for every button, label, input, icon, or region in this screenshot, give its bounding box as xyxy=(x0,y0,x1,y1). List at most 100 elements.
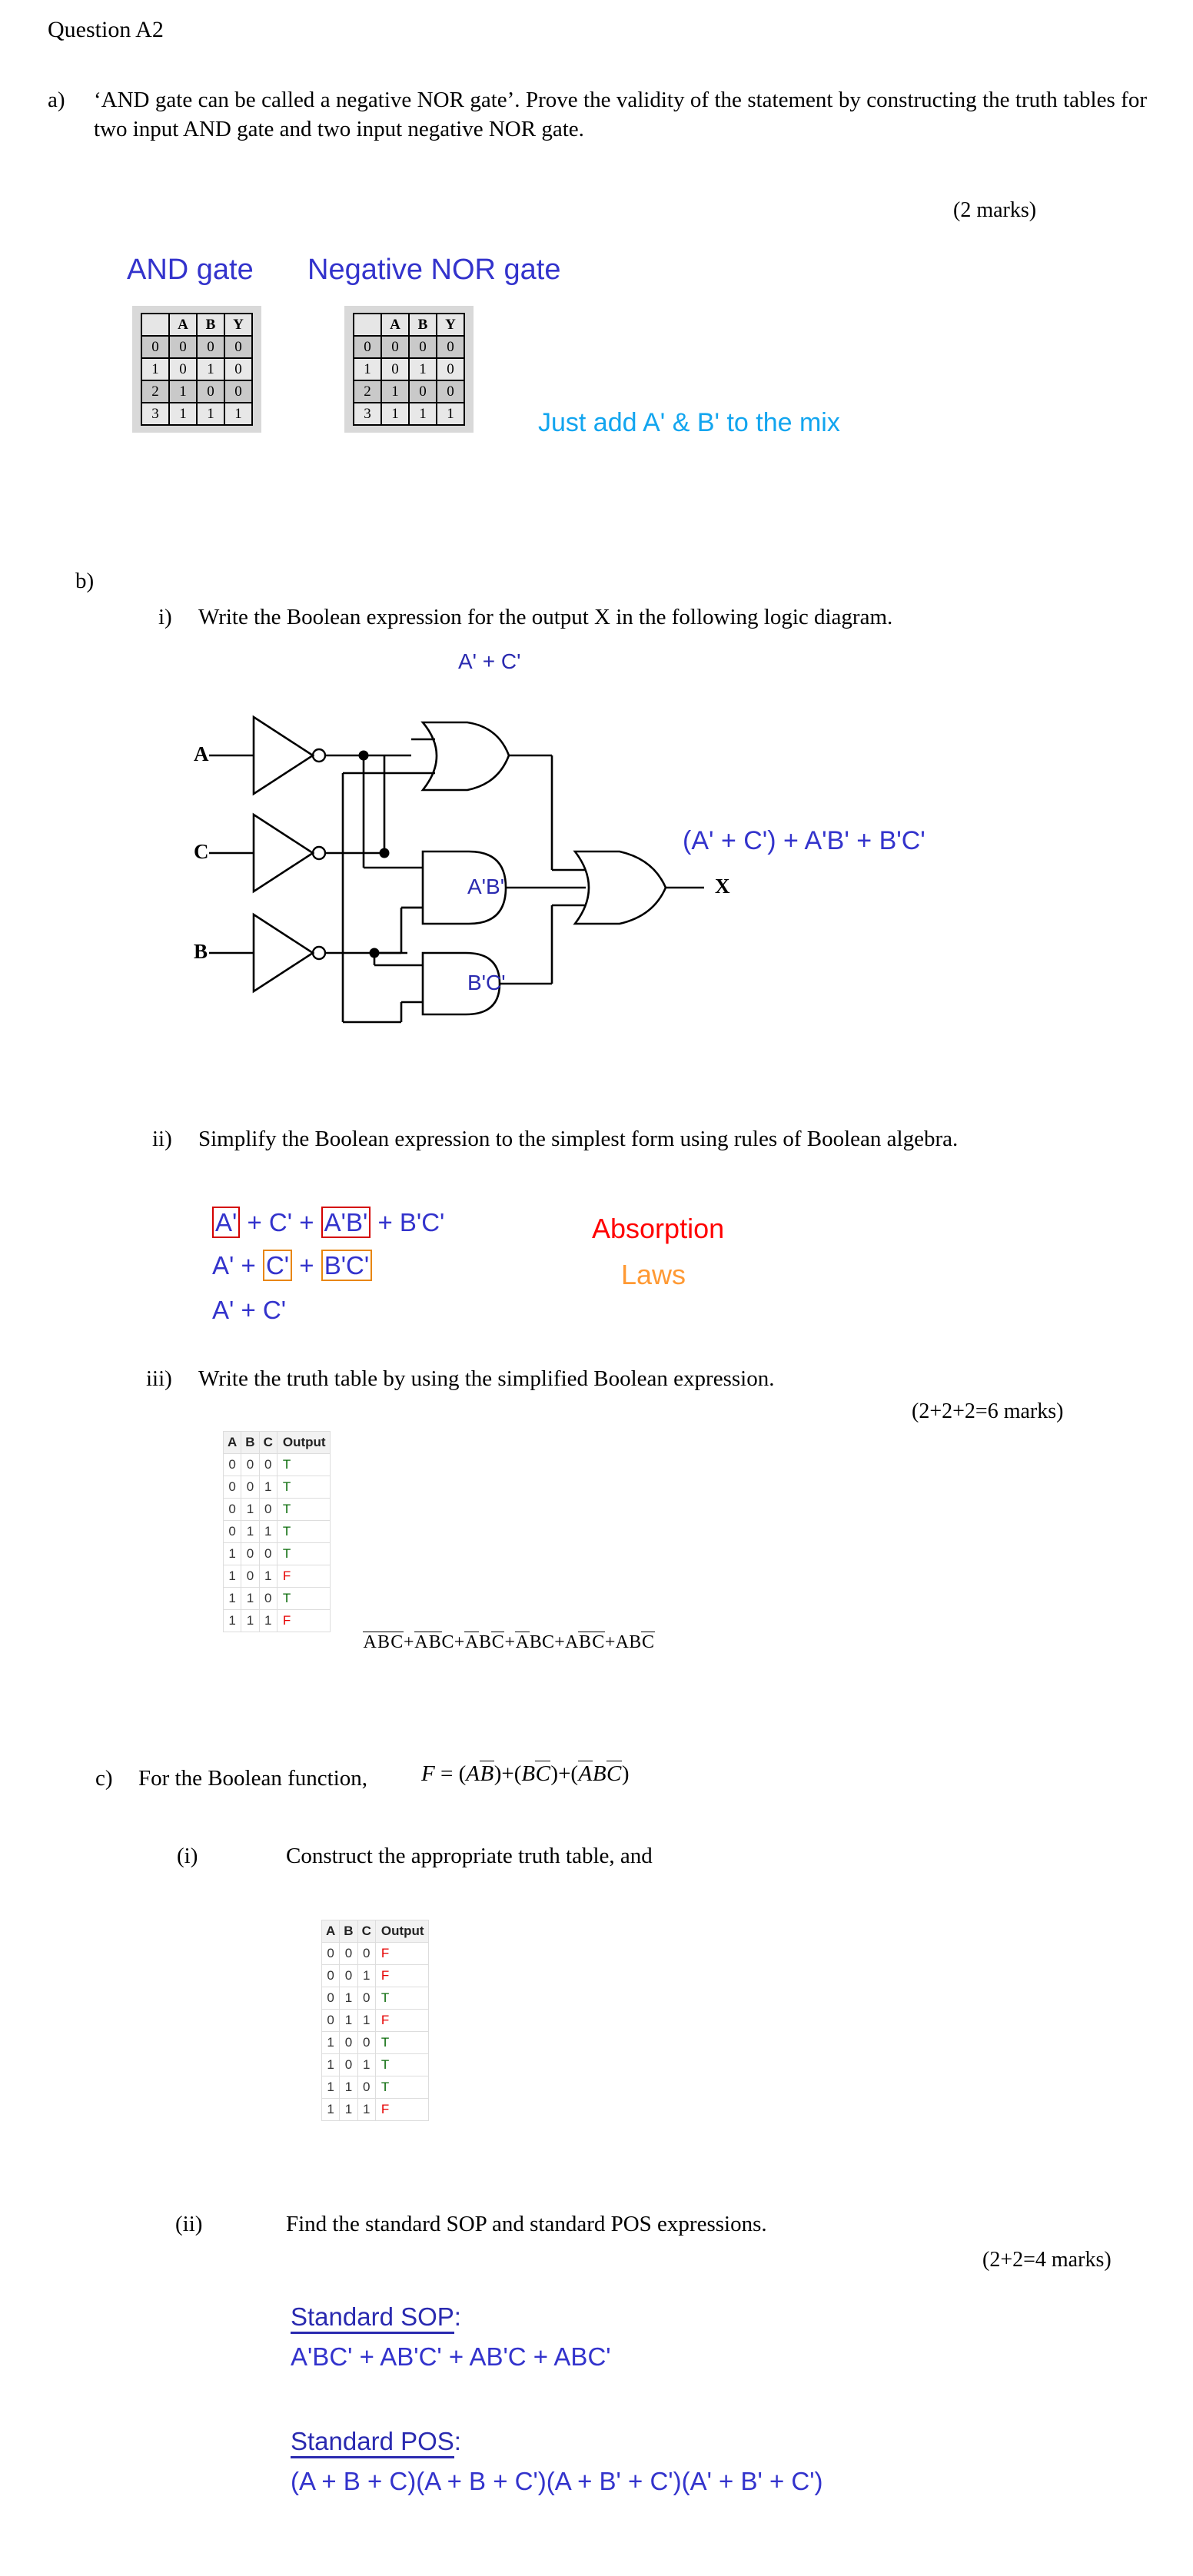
and-gate-label: AND gate xyxy=(127,254,254,286)
sop-literal-b: B xyxy=(529,1632,542,1652)
col-c: C xyxy=(357,1920,376,1943)
standard-sop-heading: Standard SOP xyxy=(291,2302,454,2334)
col-a: A xyxy=(222,1431,242,1454)
cell-a: 0 xyxy=(222,1453,242,1476)
highlight-term-a-prime: A' xyxy=(212,1207,241,1238)
junction-dot-c xyxy=(379,848,390,858)
table-row: 1 0 1 T xyxy=(321,2053,429,2076)
standard-pos-colon: : xyxy=(454,2427,461,2455)
standard-pos-heading-row: Standard POS: xyxy=(291,2427,461,2458)
cell-a: 1 xyxy=(380,380,410,403)
paren-join-1: )+( xyxy=(493,1761,522,1786)
table-row: 1 1 0 T xyxy=(321,2076,429,2099)
paren-close-3: ) xyxy=(621,1761,630,1786)
cell-a: 0 xyxy=(222,1476,242,1499)
standard-sop-heading-row: Standard SOP: xyxy=(291,2302,461,2334)
col-c: C xyxy=(258,1431,277,1454)
part-b-ii-text: Simplify the Boolean expression to the s… xyxy=(198,1127,959,1151)
cell-output: T xyxy=(276,1453,331,1476)
sop-literal-c: C xyxy=(441,1632,454,1652)
cell-a: 0 xyxy=(168,335,198,359)
simplify-line2-start: A' + xyxy=(212,1251,256,1280)
simplify-line1-end: + B'C' xyxy=(377,1208,445,1237)
cell-y: 0 xyxy=(224,357,253,381)
sop-plus-operator: + xyxy=(403,1632,414,1652)
highlight-term-ab-prime: A'B' xyxy=(321,1207,371,1238)
highlight-term-c-prime: C' xyxy=(262,1250,293,1281)
sop-literal-a: A xyxy=(363,1632,377,1652)
sop-literal-b: B xyxy=(479,1632,492,1652)
table-row: 1 0 1 0 xyxy=(141,357,253,381)
negative-nor-gate-label: Negative NOR gate xyxy=(307,254,561,286)
cell-output: F xyxy=(374,2098,429,2121)
cell-a: 0 xyxy=(321,1964,341,1987)
cell-b: 1 xyxy=(408,357,437,381)
diagram-and-bottom-label: B'C' xyxy=(467,971,506,994)
paren-open-1: ( xyxy=(458,1761,467,1786)
cell-output: T xyxy=(276,1520,331,1543)
table-row: 0 0 1 T xyxy=(222,1476,331,1499)
table-row: 0 1 0 T xyxy=(222,1498,331,1521)
cell-y: 0 xyxy=(224,380,253,403)
standard-sop-colon: : xyxy=(454,2302,461,2331)
cell-c: 1 xyxy=(258,1520,277,1543)
table-row: 0 1 1 T xyxy=(222,1520,331,1543)
sop-literal-c: C xyxy=(641,1632,655,1652)
function-label-f: F xyxy=(421,1761,435,1786)
part-a-text: ‘AND gate can be called a negative NOR g… xyxy=(94,88,1147,141)
col-index xyxy=(353,313,382,337)
cell-c: 0 xyxy=(258,1587,277,1610)
standard-pos-heading: Standard POS xyxy=(291,2427,454,2458)
cell-output: T xyxy=(374,2031,429,2054)
cell-b: 1 xyxy=(196,402,225,426)
simplify-line-1: A' + C' + A'B' + B'C' xyxy=(212,1207,445,1238)
cell-a: 1 xyxy=(321,2076,341,2099)
table-row: 1 0 0 T xyxy=(321,2031,429,2054)
col-output: Output xyxy=(374,1920,429,1943)
table-row: 3 1 1 1 xyxy=(353,402,465,426)
cell-c: 0 xyxy=(357,2031,376,2054)
table-row: 0 0 0 T xyxy=(222,1453,331,1476)
sop-literal-c: C xyxy=(591,1632,605,1652)
diagram-input-c-label: C xyxy=(194,840,209,863)
cell-y: 0 xyxy=(436,380,465,403)
cell-y: 0 xyxy=(224,335,253,359)
sop-literal-b: B xyxy=(578,1632,592,1652)
table-row: 0 0 0 0 xyxy=(353,335,465,359)
cell-output: T xyxy=(276,1542,331,1565)
sop-literal-a: A xyxy=(615,1632,630,1652)
table-row: 0 1 0 T xyxy=(321,1987,429,2010)
literal-a-bar-3: A xyxy=(578,1761,593,1786)
cell-output: T xyxy=(374,1987,429,2010)
negative-nor-truth-table: A B Y 0 0 0 0 1 0 1 0 2 1 0 0 xyxy=(353,313,465,426)
table-header-row: A B Y xyxy=(141,313,253,337)
cell-c: 1 xyxy=(258,1565,277,1588)
cell-a: 1 xyxy=(222,1542,242,1565)
literal-b-bar-1: B xyxy=(479,1761,494,1786)
cell-index: 0 xyxy=(141,335,170,359)
part-b-iii-text: Write the truth table by using the simpl… xyxy=(198,1366,775,1391)
cell-a: 0 xyxy=(380,335,410,359)
part-a-cyan-note: Just add A' & B' to the mix xyxy=(538,408,840,437)
sop-plus-operator: + xyxy=(604,1632,616,1652)
cell-a: 0 xyxy=(380,357,410,381)
cell-index: 2 xyxy=(353,380,382,403)
sop-literal-c: C xyxy=(491,1632,505,1652)
cell-b: 1 xyxy=(241,1587,260,1610)
cell-a: 1 xyxy=(321,2098,341,2121)
col-a: A xyxy=(380,313,410,337)
cell-b: 1 xyxy=(339,2009,358,2032)
literal-c-bar-3: C xyxy=(606,1761,622,1786)
part-c-ii-marks: (2+2=4 marks) xyxy=(982,2248,1112,2272)
cell-a: 0 xyxy=(222,1498,242,1521)
cell-b: 0 xyxy=(408,335,437,359)
cell-c: 1 xyxy=(357,1964,376,1987)
cell-c: 1 xyxy=(258,1476,277,1499)
part-b-iii-marks: (2+2+2=6 marks) xyxy=(912,1399,1064,1423)
part-c-marker: c) xyxy=(95,1766,113,1791)
page-title: Question A2 xyxy=(48,17,164,42)
standard-pos-expression: (A + B + C)(A + B + C')(A + B' + C')(A' … xyxy=(291,2467,823,2495)
part-b-iii-truth-table: A B C Output 0 0 0 T 0 0 1 T 0 1 0 T 0 1… xyxy=(222,1431,331,1632)
sop-term: ABC xyxy=(363,1632,404,1652)
table-row: 0 1 1 F xyxy=(321,2009,429,2032)
